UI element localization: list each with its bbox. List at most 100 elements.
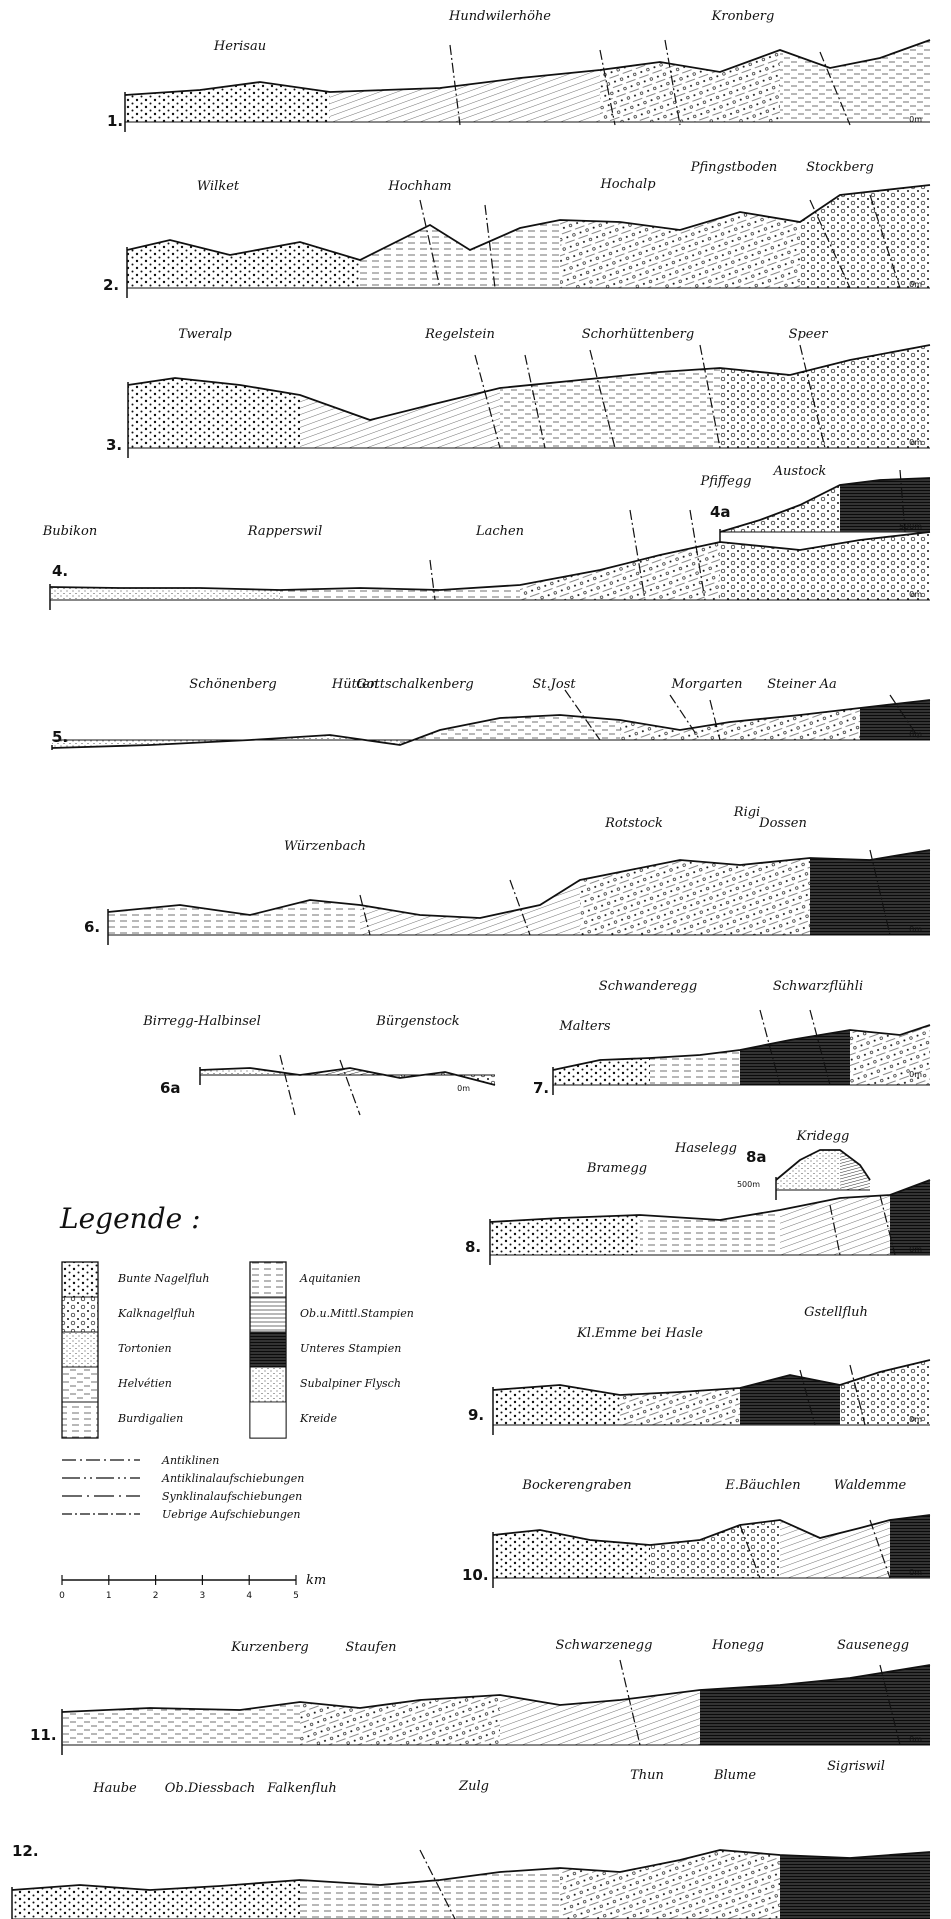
strata-block	[580, 858, 810, 935]
elevation-label: 0m	[909, 730, 922, 739]
place-label: Haselegg	[674, 1141, 737, 1156]
place-label: Gottschalkenberg	[356, 677, 473, 692]
place-label: Kridegg	[796, 1129, 850, 1144]
strata-block	[560, 212, 800, 288]
place-label: Kurzenberg	[230, 1640, 308, 1655]
legend: Legende : Bunte Nagelfluh Kalknagelfluh …	[59, 1202, 414, 1601]
profile-number: 5.	[52, 728, 68, 746]
place-label: Ob.Diessbach	[165, 1781, 255, 1796]
place-label: Malters	[558, 1019, 610, 1034]
strata-block	[553, 1058, 650, 1085]
scale-tick-label: 3	[200, 1591, 206, 1601]
profile-2: 2.WilketHochhamHochalpPfingstbodenStockb…	[103, 160, 930, 298]
profile-6a: 6aBirregg-HalbinselBürgenstock0m	[142, 1014, 495, 1115]
strata-block	[500, 1690, 700, 1745]
legend-label-right-4: Kreide	[299, 1412, 338, 1425]
place-label: Sigriswil	[827, 1759, 885, 1774]
place-label: Morgarten	[671, 677, 743, 692]
place-label: Bubikon	[42, 524, 97, 539]
swatch-bunte-nagelfluh	[62, 1262, 98, 1297]
place-label: Schwanderegg	[599, 979, 697, 994]
swatch-kalknagelfluh	[62, 1297, 98, 1332]
elevation-label: 0m	[909, 115, 922, 124]
scale-tick-label: 4	[246, 1591, 252, 1601]
profile-number: 6a	[160, 1079, 181, 1097]
legend-line-label-1: Antiklinalaufschiebungen	[161, 1472, 304, 1485]
profile-number: 12.	[12, 1842, 39, 1860]
strata-block	[800, 185, 930, 288]
elevation-label: 0m	[909, 280, 922, 289]
legend-label-right-2: Unteres Stampien	[300, 1342, 401, 1355]
strata-block	[127, 240, 360, 288]
place-label: Schorhüttenberg	[582, 327, 694, 342]
profile-1: 1.HerisauHundwilerhöheKronberg0m	[107, 9, 930, 132]
place-label: Kl.Emme bei Hasle	[576, 1326, 703, 1341]
place-label: Gstellfluh	[804, 1305, 868, 1320]
scale-unit: km	[306, 1573, 326, 1588]
legend-line-label-3: Uebrige Aufschiebungen	[162, 1508, 301, 1521]
legend-label-left-1: Kalknagelfluh	[117, 1307, 195, 1320]
elevation-label: 0m	[457, 1084, 470, 1093]
place-label: Rigi	[733, 805, 760, 820]
swatch-burdigalien	[62, 1402, 98, 1438]
profile-number: 2.	[103, 276, 119, 294]
place-label: Dossen	[758, 816, 807, 831]
elevation-label: 0m	[909, 1568, 922, 1577]
profile-number: 1.	[107, 112, 123, 130]
strata-block	[890, 1180, 930, 1255]
strata-block	[500, 368, 720, 448]
strata-block	[128, 378, 300, 448]
profile-number: 10.	[462, 1566, 489, 1584]
scale-tick-label: 2	[153, 1591, 159, 1601]
profile-number: 3.	[106, 436, 122, 454]
legend-line-label-2: Synklinalaufschiebungen	[162, 1490, 302, 1503]
place-label: Falkenfluh	[266, 1781, 336, 1796]
profile-number: 6.	[84, 918, 100, 936]
legend-label-right-3: Subalpiner Flysch	[300, 1377, 401, 1390]
legend-label-left-4: Burdigalien	[117, 1412, 183, 1425]
legend-label-left-2: Tortonien	[118, 1342, 172, 1355]
profile-number: 8a	[746, 1148, 767, 1166]
elevation-label: 0m	[909, 590, 922, 599]
strata-block	[780, 1195, 890, 1255]
strata-block	[330, 70, 600, 122]
profile-number: 7.	[533, 1079, 549, 1097]
place-label: Speer	[789, 327, 829, 342]
place-label: St.Jost	[532, 677, 576, 692]
strata-block	[650, 1520, 780, 1578]
scale-tick-label: 0	[59, 1591, 65, 1601]
scale-tick-label: 1	[106, 1591, 112, 1601]
strata-block	[720, 485, 840, 532]
place-label: Thun	[630, 1768, 664, 1783]
legend-line-label-0: Antiklinen	[161, 1454, 219, 1467]
profile-5: 5.SchönenbergHüttenGottschalkenbergSt.Jo…	[52, 677, 930, 750]
elevation-label: 0m	[909, 1415, 922, 1424]
place-label: Sausenegg	[837, 1638, 909, 1653]
elevation-label: 0m	[909, 438, 922, 447]
profile-number: 11.	[30, 1726, 57, 1744]
profile-3: 3.TweralpRegelsteinSchorhüttenbergSpeer0…	[106, 327, 930, 458]
elevation-label: 500m	[899, 522, 922, 531]
legend-label-right-1: Ob.u.Mittl.Stampien	[300, 1307, 414, 1320]
profile-number: 4a	[710, 503, 731, 521]
place-label: Regelstein	[424, 327, 495, 342]
scale-bar: 0 1 2 3 4 5 km	[59, 1573, 326, 1601]
place-label: Wilket	[197, 179, 240, 194]
elevation-label: 0m	[909, 1245, 922, 1254]
swatch-ob-mittl-stampien	[250, 1297, 286, 1332]
elevation-label: 0m	[909, 1070, 922, 1079]
place-label: Stockberg	[806, 160, 874, 175]
place-label: Bürgenstock	[375, 1014, 460, 1029]
profile-number: 4.	[52, 562, 68, 580]
place-label: Kronberg	[711, 9, 775, 24]
profile-number: 8.	[465, 1238, 481, 1256]
elevation-label: 0m	[909, 1735, 922, 1744]
place-label: Zulg	[458, 1779, 489, 1794]
fault-line	[280, 1055, 295, 1115]
strata-block	[780, 1852, 930, 1919]
scale-tick-label: 5	[293, 1591, 299, 1601]
strata-block	[840, 1150, 870, 1190]
